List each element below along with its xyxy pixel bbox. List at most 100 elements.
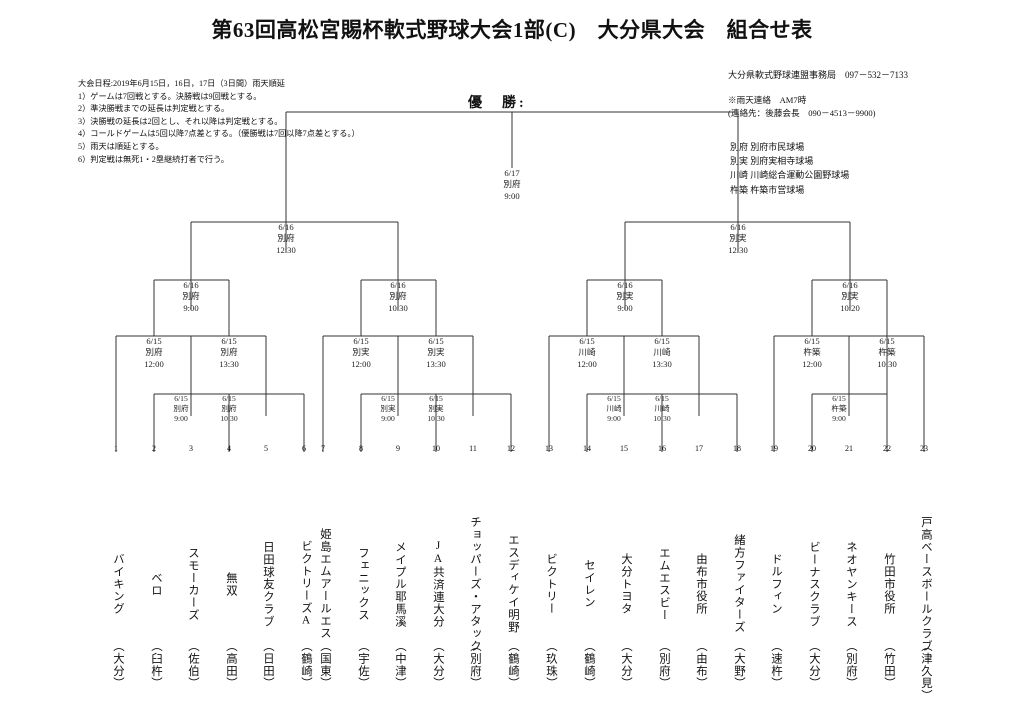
match-time: 12:00 — [144, 358, 164, 369]
team-town: （大分） — [808, 640, 820, 690]
match-quarterfinal-2: 6/16 別府 10:30 — [368, 280, 428, 314]
seed-number: 7 — [321, 444, 325, 453]
match-prelim-6: 6/15 川崎 10:30 — [641, 394, 683, 425]
match-venue: 杵築 — [803, 347, 821, 358]
match-venue: 別府 — [277, 233, 295, 244]
match-time: 9:00 — [174, 414, 188, 424]
team-name: 大分トヨタ — [620, 553, 632, 615]
match-venue: 別実 — [841, 291, 859, 302]
venue-legend-row: 杵築 杵築市営球場 — [730, 183, 849, 197]
match-semifinal-right: 6/16 別実 12:30 — [708, 222, 768, 256]
seed-number: 15 — [620, 444, 628, 453]
seed-number: 11 — [469, 444, 477, 453]
seed-number: 14 — [583, 444, 591, 453]
team-town: （日田） — [262, 640, 274, 690]
team-town: （別府） — [469, 640, 481, 690]
match-time: 13:30 — [426, 358, 446, 369]
venue-code: 別府 — [730, 142, 749, 152]
venue-name: 杵築市営球場 — [750, 184, 805, 195]
match-venue: 別府 — [182, 291, 200, 302]
match-venue: 別実 — [428, 404, 444, 414]
page-title: 第63回高松宮賜杯軟式野球大会1部(C) 大分県大会 組合せ表 — [211, 18, 813, 42]
team-name: 無双 — [225, 571, 237, 597]
match-venue: 別実 — [616, 291, 634, 302]
seed-number: 10 — [432, 444, 440, 453]
match-venue: 別実 — [380, 404, 396, 414]
seed-number: 21 — [845, 444, 853, 453]
match-date: 6/15 — [381, 394, 395, 403]
match-date: 6/15 — [428, 336, 444, 346]
match-time: 10:30 — [427, 414, 445, 424]
match-time: 9:00 — [183, 302, 199, 313]
team-name: JA共済連大分 — [432, 540, 444, 628]
match-time: 9:00 — [504, 190, 520, 201]
venue-legend-row: 川崎 川崎総合運動公園野球場 — [730, 168, 849, 182]
match-venue: 川崎 — [653, 347, 671, 358]
match-venue: 別府 — [389, 291, 407, 302]
rain-contact-line: (連絡先：後藤会長 090－4513－9900) — [728, 108, 876, 118]
team-name: セイレン — [583, 559, 595, 609]
match-date: 6/16 — [730, 222, 746, 232]
match-time: 9:00 — [381, 414, 395, 424]
team-town: （大野） — [733, 640, 745, 690]
team-name: 戸高ベースボールクラブ — [920, 515, 932, 653]
seed-number: 8 — [359, 444, 363, 453]
match-time: 12:30 — [276, 244, 296, 255]
team-name: エムエスビー — [658, 546, 670, 622]
seed-number: 4 — [227, 444, 231, 453]
match-time: 10:30 — [877, 358, 897, 369]
match-date: 6/17 — [504, 168, 520, 178]
team-name: ネオヤンキース — [845, 540, 857, 628]
match-date: 6/15 — [429, 394, 443, 403]
rule-line: 1）ゲームは7回戦とする。決勝戦は9回戦とする。 — [78, 91, 262, 101]
team-town: （竹田） — [883, 640, 895, 690]
team-town: （玖珠） — [545, 640, 557, 690]
team-town: （別府） — [845, 640, 857, 690]
seed-number: 17 — [695, 444, 703, 453]
match-venue: 川崎 — [606, 404, 622, 414]
seed-number: 16 — [658, 444, 666, 453]
match-time: 10:30 — [388, 302, 408, 313]
match-date: 6/15 — [174, 394, 188, 403]
tournament-rules: 大会日程:2019年6月15日，16日，17日（3日間）雨天順延 1）ゲームは7… — [78, 78, 378, 166]
team-name: ベロ — [150, 571, 162, 597]
match-venue: 川崎 — [578, 347, 596, 358]
venue-code: 川崎 — [730, 170, 749, 181]
match-venue: 川崎 — [654, 404, 670, 414]
match-date: 6/15 — [579, 336, 595, 346]
match-time: 12:00 — [577, 358, 597, 369]
match-round1-1: 6/15 別府 12:00 — [124, 336, 184, 370]
seed-number: 20 — [808, 444, 816, 453]
venue-legend: 別府 別府市民球場 別実 別府実相寺球場 川崎 川崎総合運動公園野球場 杵築 杵… — [730, 140, 849, 197]
match-venue: 杵築 — [831, 404, 847, 414]
match-quarterfinal-3: 6/16 別実 9:00 — [595, 280, 655, 314]
seed-number: 2 — [152, 444, 156, 453]
match-round1-7: 6/15 杵築 12:00 — [782, 336, 842, 370]
match-round1-3: 6/15 別実 12:00 — [331, 336, 391, 370]
rule-line: 3）決勝戦の延長は2回とし、それ以降は判定戦とする。 — [78, 116, 283, 126]
match-date: 6/15 — [353, 336, 369, 346]
seed-number: 13 — [545, 444, 553, 453]
team-name: ドルフィン — [770, 553, 782, 615]
venue-legend-row: 別実 別府実相寺球場 — [730, 154, 849, 168]
seed-number: 9 — [396, 444, 400, 453]
match-date: 6/16 — [390, 280, 406, 290]
match-round1-4: 6/15 別実 13:30 — [406, 336, 466, 370]
match-venue: 別府 — [503, 179, 521, 190]
team-town: （大分） — [620, 640, 632, 690]
match-venue: 別府 — [145, 347, 163, 358]
venue-name: 別府実相寺球場 — [750, 156, 814, 167]
match-time: 13:30 — [652, 358, 672, 369]
match-quarterfinal-4: 6/16 別実 10:20 — [820, 280, 880, 314]
match-date: 6/15 — [221, 336, 237, 346]
match-prelim-1: 6/15 別府 9:00 — [160, 394, 202, 425]
team-town: （中津） — [394, 640, 406, 690]
match-venue: 杵築 — [878, 347, 896, 358]
match-time: 9:00 — [607, 414, 621, 424]
match-venue: 別府 — [173, 404, 189, 414]
match-prelim-4: 6/15 別実 10:30 — [415, 394, 457, 425]
seed-number: 22 — [883, 444, 891, 453]
team-name: チョッパーズ・アタック — [469, 515, 481, 653]
team-town: （大分） — [112, 640, 124, 690]
